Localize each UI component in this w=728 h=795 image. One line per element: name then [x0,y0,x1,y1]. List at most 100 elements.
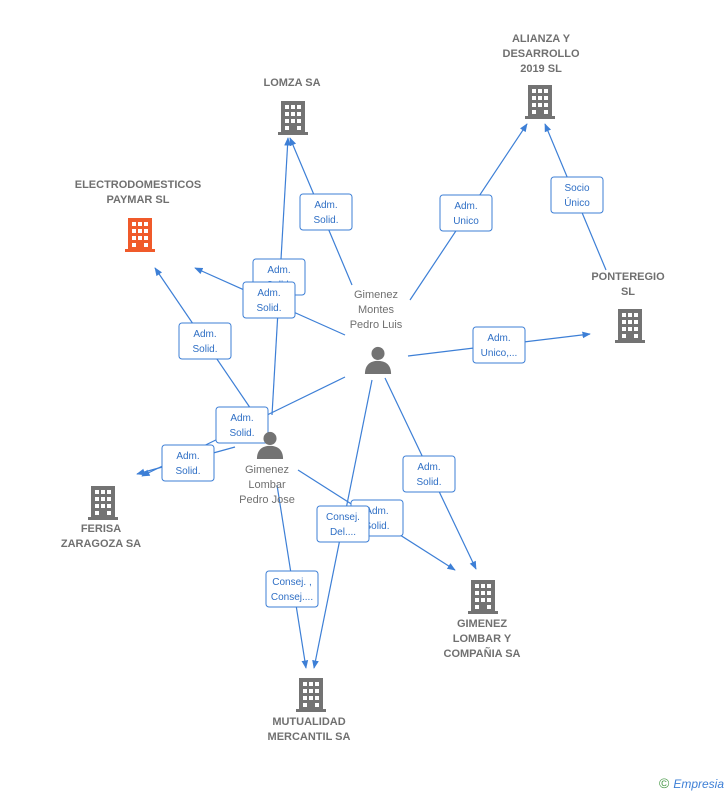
node-label-line: FERISA [81,523,121,535]
node-label-line: SL [621,286,635,298]
node-label-line: COMPAÑIA SA [444,647,521,660]
node-label-line: 2019 SL [520,63,562,75]
building-icon[interactable] [525,85,555,119]
node-label-line: MUTUALIDAD [272,716,345,728]
person-icon[interactable] [364,346,392,374]
edge-label-line: Del.... [330,527,356,538]
node-label-line: PAYMAR SL [107,194,170,206]
edge-label-line: Adm. [230,413,253,424]
node-gimenezlombar[interactable]: GIMENEZ LOMBAR Y COMPAÑIA SA [444,580,521,660]
edge-label-line: Adm. [487,333,510,344]
node-label-line: Montes [358,304,395,316]
node-label-line: Pedro Luis [350,319,403,331]
edge-label-box [242,281,296,319]
node-label-line: Pedro Jose [239,494,295,506]
edge-glombar-to-mutualidad: Consej. , Consej.... [265,484,319,669]
edge-gmontes-to-ponteregio: Adm. Unico,... [407,326,591,364]
edge-label-box [265,570,319,608]
node-label-line: MERCANTIL SA [268,731,351,743]
edge-role-label[interactable]: Adm. Unico,... [472,326,526,364]
edge-label-line: Adm. [267,265,290,276]
edge-label-box [316,505,370,543]
edge-label-box [402,455,456,493]
node-label-line: Gimenez [245,464,289,476]
building-icon[interactable] [278,101,308,135]
node-label-line: LOMBAR Y [453,633,512,645]
brand-logo-text: Empresia [673,777,724,791]
edge-label-box [439,194,493,232]
edge-role-label[interactable]: Adm. Solid. [161,444,215,482]
edge-role-label[interactable]: Adm. Solid. [402,455,456,493]
edge-gmontes-to-mutualidad: Consej. Del.... [312,379,373,669]
empresia-watermark: ©Empresia [659,775,724,791]
edge-gmontes-to-electro: Adm. Solid. [194,267,346,336]
edge-label-line: Solid. [313,215,338,226]
node-label-line: DESARROLLO [503,48,580,60]
edge-label-line: Adm. [314,200,337,211]
node-ponteregio[interactable]: PONTEREGIO SL [591,271,665,343]
edge-label-box [472,326,526,364]
edge-role-label[interactable]: Consej. , Consej.... [265,570,319,608]
edge-label-line: Adm. [257,288,280,299]
edge-label-line: Unico,... [481,348,518,359]
edge-label-line: Único [564,196,590,209]
edge-role-label[interactable]: Adm. Solid. [215,406,269,444]
building-icon[interactable] [125,218,155,252]
node-label-line: LOMZA SA [263,77,320,89]
edge-label-line: Adm. [417,462,440,473]
edge-role-label[interactable]: Adm. Solid. [242,281,296,319]
edge-label-line: Adm. [365,506,388,517]
edge-gmontes-to-gimenezlombar: Adm. Solid. [384,377,477,570]
node-label-line: ELECTRODOMESTICOS [75,179,202,191]
edge-label-line: Unico [453,216,479,227]
edge-label-box [161,444,215,482]
node-electro[interactable]: ELECTRODOMESTICOS PAYMAR SL [75,179,202,252]
edge-label-line: Solid. [229,428,254,439]
edge-role-label[interactable]: Adm. Solid. [178,322,232,360]
edge-label-line: Solid. [364,521,389,532]
edge-label-line: Solid. [175,466,200,477]
edge-glombar-to-ferisa: Adm. Solid. [136,444,236,482]
edge-glombar-to-lomza: Adm. Solid. [252,137,306,416]
edge-label-box [299,193,353,231]
edge-label-line: Adm. [193,329,216,340]
edge-label-line: Solid. [192,344,217,355]
node-ferisa[interactable]: FERISA ZARAGOZA SA [61,486,141,550]
node-lomza[interactable]: LOMZA SA [263,77,321,135]
node-label-line: ZARAGOZA SA [61,538,141,550]
edge-label-box [215,406,269,444]
edge-role-label[interactable]: Consej. Del.... [316,505,370,543]
edge-gmontes-to-alianza: Adm. Unico [409,123,528,301]
node-mutualidad[interactable]: MUTUALIDAD MERCANTIL SA [268,678,351,743]
node-label-line: Lombar [248,479,286,491]
edge-label-box [550,176,604,214]
node-label-line: GIMENEZ [457,618,507,630]
copyright-icon: © [658,775,670,791]
node-alianza[interactable]: ALIANZA Y DESARROLLO 2019 SL [503,33,580,119]
edge-label-line: Adm. [176,451,199,462]
building-icon[interactable] [615,309,645,343]
edge-role-label[interactable]: Adm. Solid. [299,193,353,231]
node-label-line: Gimenez [354,289,398,301]
edge-gmontes-to-lomza: Adm. Solid. [289,137,353,286]
edge-label-line: Socio [564,183,589,194]
building-icon[interactable] [88,486,118,520]
node-label-line: ALIANZA Y [512,33,571,45]
edge-label-line: Consej.... [271,592,313,603]
edge-label-box [178,322,232,360]
edge-label-line: Solid. [416,477,441,488]
building-icon[interactable] [468,580,498,614]
node-label-line: PONTEREGIO [591,271,665,283]
edge-label-line: Consej. [326,512,360,523]
edge-role-label[interactable]: Adm. Unico [439,194,493,232]
edge-glombar-to-electro: Adm. Solid. [154,267,256,416]
edge-label-line: Consej. , [272,577,311,588]
building-icon[interactable] [296,678,326,712]
edge-label-line: Adm. [454,201,477,212]
edge-label-line: Solid. [256,303,281,314]
